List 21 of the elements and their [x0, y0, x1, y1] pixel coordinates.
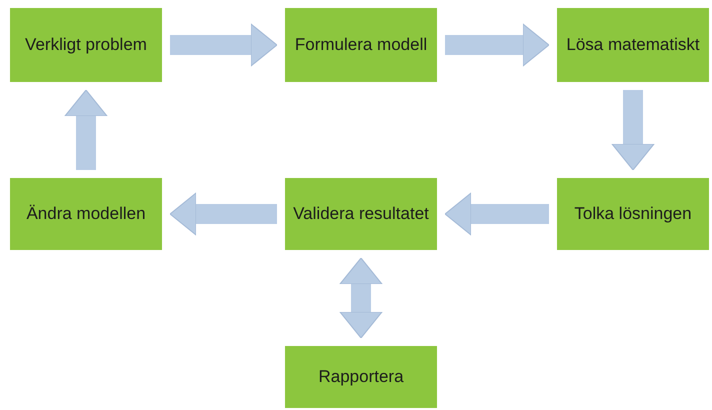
box-label: Formulera modell [294, 34, 428, 56]
box-label: Ändra modellen [25, 204, 147, 224]
box-label: Tolka lösningen [573, 204, 693, 224]
block-arrow [170, 24, 278, 66]
process-box [557, 178, 709, 250]
process-box [285, 346, 437, 408]
process-box [285, 8, 437, 82]
block-arrow [170, 192, 277, 236]
box-label: Rapportera [317, 366, 405, 388]
process-box [10, 178, 162, 250]
block-arrow [444, 192, 549, 236]
block-arrow [445, 24, 550, 66]
block-arrow [340, 258, 382, 338]
process-box [10, 8, 162, 82]
process-box [557, 8, 709, 82]
block-arrow [612, 90, 654, 170]
process-box [285, 178, 437, 250]
box-label: Verkligt problem [24, 34, 148, 56]
box-label: Validera resultatet [292, 204, 430, 224]
block-arrow [64, 90, 108, 170]
box-label: Lösa matematiskt [565, 34, 701, 56]
